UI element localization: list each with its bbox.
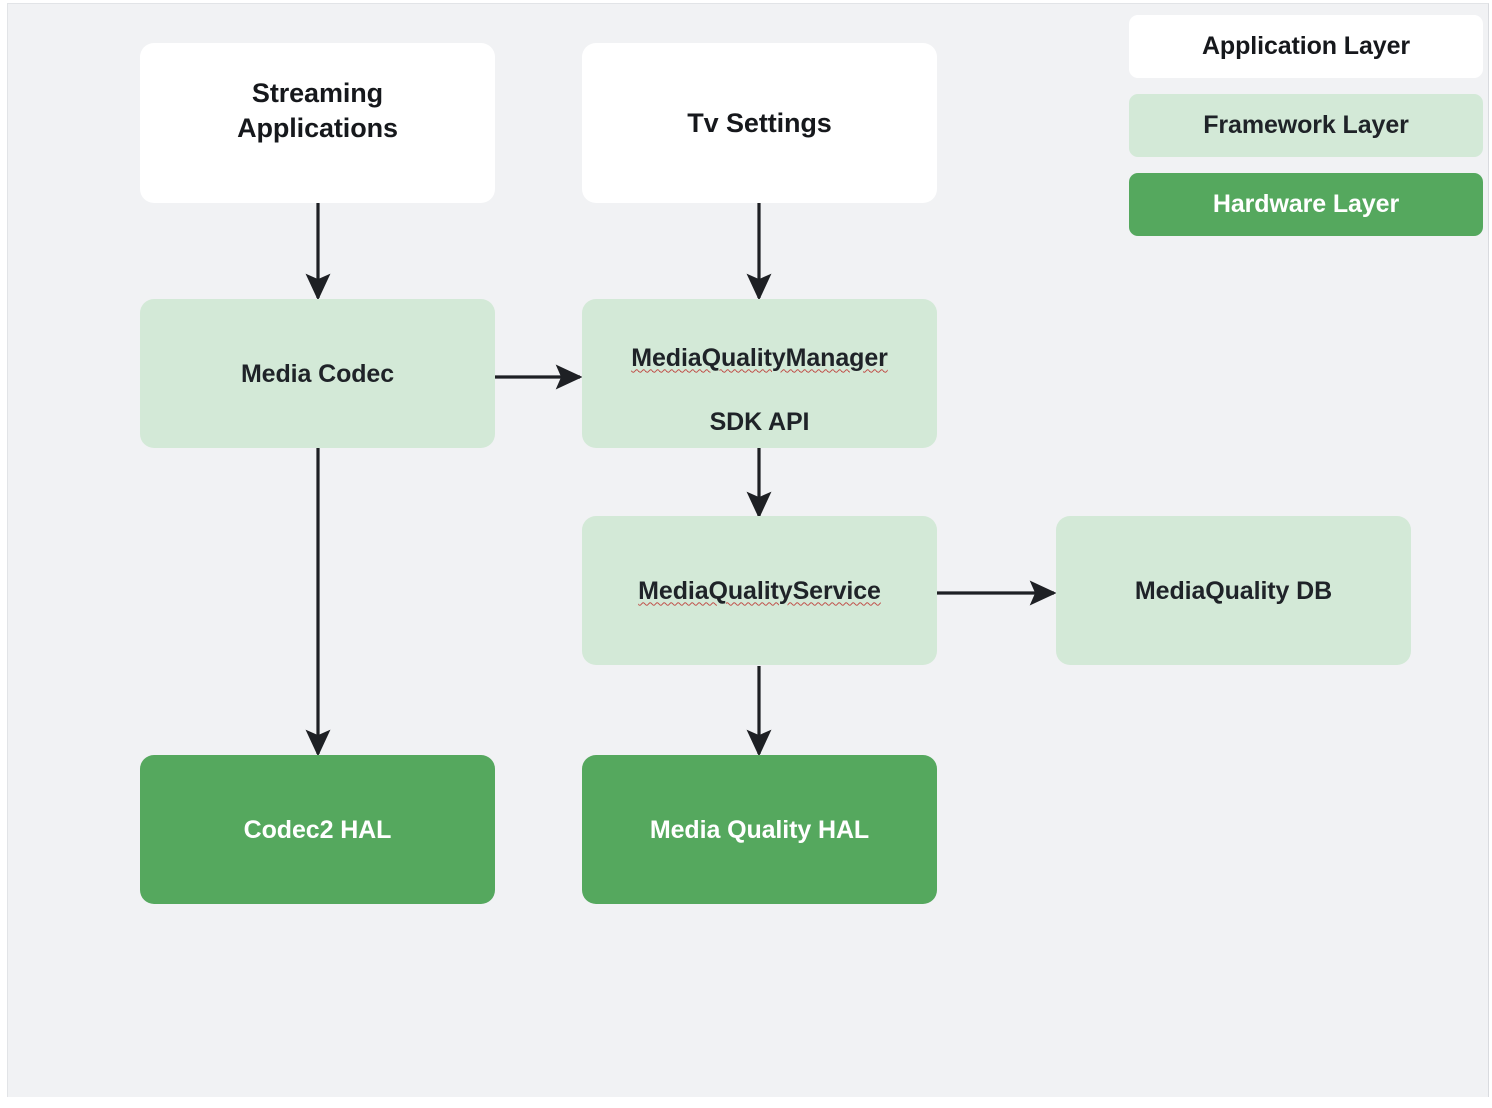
node-label: Codec2 HAL [243, 815, 392, 844]
legend-label: Hardware Layer [1212, 190, 1400, 218]
node-codec2-hal[interactable]: Codec2 HAL [140, 755, 495, 904]
legend-label: Framework Layer [1203, 111, 1409, 139]
node-label-line-1: MediaQualityManager [631, 343, 888, 372]
node-label: MediaQuality DB [1134, 576, 1333, 605]
node-tv-settings[interactable]: Tv Settings [582, 43, 937, 203]
node-label: Tv Settings [687, 107, 832, 138]
node-label-stack: MediaQualityManager SDK API [631, 310, 888, 438]
node-media-codec[interactable]: Media Codec [140, 299, 495, 448]
node-label: Media Quality HAL [649, 815, 870, 844]
node-label-line-2: SDK API [709, 407, 810, 436]
legend-framework-layer[interactable]: Framework Layer [1129, 94, 1483, 157]
node-mediaqualityservice[interactable]: MediaQualityService [582, 516, 937, 665]
diagram-canvas: Streaming Applications Tv Settings Media… [7, 3, 1489, 1097]
node-mediaqualitymanager-sdk-api[interactable]: MediaQualityManager SDK API [582, 299, 937, 448]
node-mediaquality-db[interactable]: MediaQuality DB [1056, 516, 1411, 665]
node-streaming-applications[interactable]: Streaming Applications [140, 43, 495, 203]
node-label: Media Codec [240, 359, 395, 388]
node-label: MediaQualityService [638, 576, 881, 605]
node-label: Streaming Applications [237, 78, 398, 143]
legend-hardware-layer[interactable]: Hardware Layer [1129, 173, 1483, 236]
legend-application-layer[interactable]: Application Layer [1129, 15, 1483, 78]
node-media-quality-hal[interactable]: Media Quality HAL [582, 755, 937, 904]
legend-label: Application Layer [1201, 32, 1411, 60]
